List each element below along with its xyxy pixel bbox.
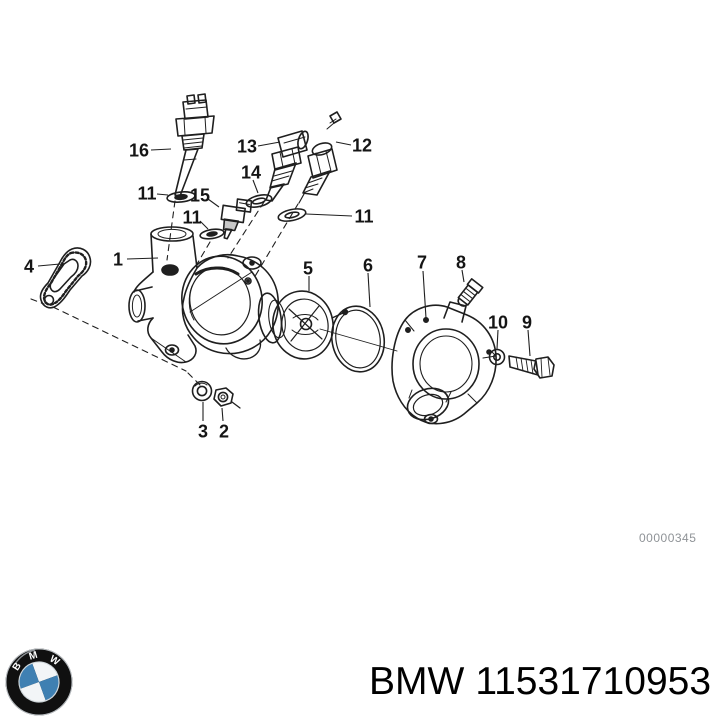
callout-label-1: 1 bbox=[113, 250, 123, 270]
callout-label-11: 11 bbox=[354, 207, 373, 227]
callout-label-9: 9 bbox=[522, 313, 532, 333]
callout-label-16: 16 bbox=[129, 141, 149, 161]
assembly-axis-line bbox=[319, 328, 398, 352]
part-11-sealing-ring-right bbox=[277, 208, 307, 222]
part-3-washer bbox=[191, 380, 213, 402]
part-11-sealing-ring-mid bbox=[199, 228, 225, 240]
callout-leader-14 bbox=[252, 179, 259, 194]
callout-leader-16 bbox=[150, 148, 172, 151]
callout-label-15: 15 bbox=[190, 186, 210, 206]
part-12-temp-switch bbox=[298, 111, 342, 204]
callout-leader-8 bbox=[461, 269, 465, 283]
callout-leader-13 bbox=[257, 141, 281, 147]
callout-leader-1 bbox=[126, 257, 159, 260]
callout-label-11: 11 bbox=[182, 208, 201, 228]
part-1-thermostat-housing bbox=[128, 226, 279, 364]
part-6-o-ring bbox=[330, 305, 386, 373]
callout-leader-15 bbox=[207, 198, 220, 208]
part-5-thermostat bbox=[257, 290, 349, 360]
callout-label-8: 8 bbox=[456, 253, 466, 273]
callout-label-5: 5 bbox=[303, 259, 313, 279]
bmw-logo-letter-b: B bbox=[11, 661, 24, 673]
part-8-vent-screw bbox=[457, 278, 484, 307]
callout-leader-9 bbox=[527, 329, 531, 357]
callout-label-11: 11 bbox=[137, 184, 156, 204]
part-2-nut bbox=[213, 387, 241, 409]
part-9-bolt bbox=[508, 355, 555, 379]
part-14-gasket-ring bbox=[245, 194, 273, 208]
assembly-dashed-lines bbox=[30, 200, 299, 386]
bmw-logo-letter-m: M bbox=[28, 650, 39, 663]
callout-label-13: 13 bbox=[237, 137, 257, 157]
callout-label-6: 6 bbox=[363, 256, 373, 276]
image-number: 00000345 bbox=[639, 531, 697, 545]
callout-leader-2 bbox=[221, 407, 224, 422]
callout-leader-7 bbox=[422, 270, 427, 319]
part-15-sensor bbox=[220, 198, 253, 240]
callout-label-14: 14 bbox=[241, 163, 261, 183]
callout-leader-12 bbox=[335, 141, 352, 146]
footer-part-reference: BMW 11531710953 bbox=[369, 662, 711, 701]
bmw-logo: B M W bbox=[5, 648, 73, 716]
callout-label-10: 10 bbox=[488, 313, 508, 333]
callout-leader-10 bbox=[496, 329, 499, 350]
callout-leader-11 bbox=[156, 193, 169, 196]
callout-label-12: 12 bbox=[352, 136, 372, 156]
callout-label-3: 3 bbox=[198, 422, 208, 442]
callout-leader-6 bbox=[367, 272, 371, 308]
part-4-gasket bbox=[39, 247, 92, 309]
callout-label-4: 4 bbox=[24, 257, 34, 277]
part-10-washer bbox=[488, 348, 506, 366]
part-11-sealing-ring-left bbox=[166, 191, 196, 203]
callout-leader-11 bbox=[305, 213, 353, 217]
brand-name: BMW bbox=[369, 660, 465, 703]
part-number: 11531710953 bbox=[475, 660, 712, 703]
callout-label-7: 7 bbox=[417, 253, 427, 273]
callout-leader-4 bbox=[37, 263, 61, 267]
callout-label-2: 2 bbox=[219, 422, 229, 442]
part-16-temp-sensor bbox=[174, 93, 215, 197]
bmw-logo-quadrants bbox=[18, 661, 60, 703]
callout-leader-11 bbox=[199, 220, 209, 230]
part-13-temp-sensor bbox=[265, 130, 309, 202]
part-7-thermostat-cover bbox=[391, 301, 497, 425]
